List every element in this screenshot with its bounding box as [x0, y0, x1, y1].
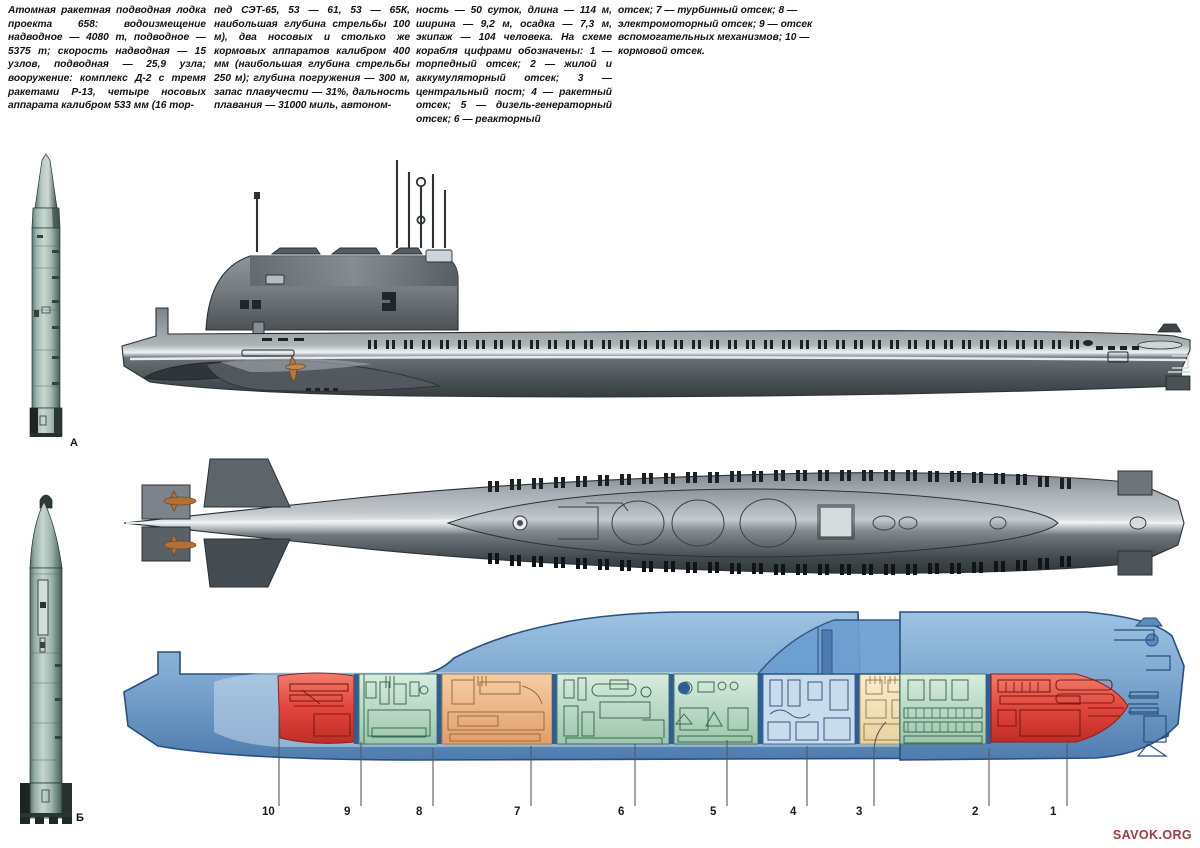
cutaway-bow-compartments	[899, 596, 1200, 796]
compartment-label-9: 9	[344, 806, 351, 818]
caption-column-3: ность — 50 суток, длина — 114 м, ширина …	[416, 5, 612, 125]
compartment-label-6: 6	[618, 806, 625, 818]
top-plan-view	[118, 445, 1196, 600]
compartment-label-8: 8	[416, 806, 423, 818]
caption-column-2: пед СЭТ-65, 53 — 61, 53 — 65К, наибольша…	[214, 5, 410, 112]
compartment-label-2: 2	[972, 806, 979, 818]
missile-b-label: Б	[76, 812, 84, 824]
caption-column-1: Атомная ракетная подводная лодка проекта…	[8, 5, 206, 112]
r-13-missile-a	[8, 150, 88, 440]
compartment-label-1: 1	[1050, 806, 1057, 818]
r-13-missile-b	[8, 478, 92, 828]
compartment-label-7: 7	[514, 806, 521, 818]
compartment-label-3: 3	[856, 806, 863, 818]
leader-lines	[278, 712, 1068, 806]
site-watermark: SAVOK.ORG	[1112, 828, 1192, 842]
caption-column-4: отсек; 7 — турбинный отсек; 8 — электром…	[618, 5, 813, 57]
caption-block: Атомная ракетная подводная лодка проекта…	[0, 0, 1200, 150]
compartment-label-4: 4	[790, 806, 797, 818]
compartment-label-10: 10	[262, 806, 275, 818]
missile-a-label: А	[70, 437, 78, 449]
side-elevation-view	[110, 150, 1195, 410]
compartment-label-5: 5	[710, 806, 717, 818]
